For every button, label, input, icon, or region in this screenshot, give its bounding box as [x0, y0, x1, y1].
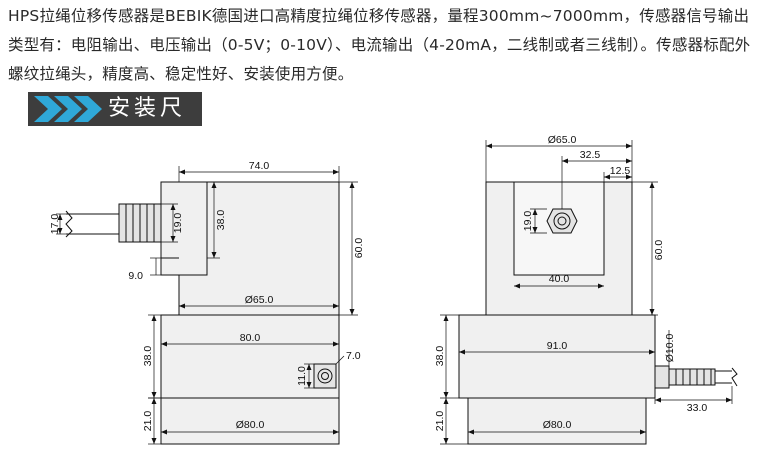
dim-right-offset-b: 12.5: [610, 165, 631, 177]
left-view: [56, 166, 358, 445]
right-base-body: [458, 314, 656, 399]
left-cover-block: [160, 181, 208, 276]
dim-left-fitting-dia: 7.0: [346, 350, 361, 362]
dim-right-foot-height: 21.0: [434, 411, 446, 432]
dim-left-base-height: 38.0: [142, 346, 154, 367]
dim-left-foot-dia: Ø80.0: [236, 419, 265, 431]
dim-left-cable-dia: 17.0: [49, 214, 61, 235]
dim-right-total-height: 60.0: [653, 240, 665, 261]
right-view: [440, 140, 738, 445]
left-fitting: [313, 363, 337, 389]
section-title: 安装尺寸: [108, 96, 187, 153]
dim-right-nut-height: 19.0: [522, 211, 534, 232]
dim-right-base-width: 91.0: [547, 340, 568, 352]
right-fitting: [654, 365, 670, 389]
right-nut: [546, 208, 578, 234]
dim-left-cover-height: 38.0: [215, 210, 227, 231]
dim-left-foot-height: 21.0: [142, 411, 154, 432]
dim-left-drum-dia: Ø65.0: [245, 294, 274, 306]
left-base-body: [160, 314, 340, 399]
right-foot: [467, 397, 647, 445]
dim-right-slot-width: 40.0: [549, 273, 570, 285]
dim-left-base-width: 80.0: [240, 332, 261, 344]
dim-right-top-dia: Ø65.0: [548, 134, 577, 146]
dim-left-cable-offset: 9.0: [128, 270, 143, 282]
dim-right-base-height: 38.0: [434, 346, 446, 367]
dim-right-foot-dia: Ø80.0: [543, 419, 572, 431]
cable: [66, 213, 119, 235]
dim-left-gland-height: 19.0: [172, 213, 184, 234]
section-banner: 安装尺寸: [28, 92, 202, 153]
dim-right-offset-a: 32.5: [580, 149, 601, 161]
dim-right-fitting-len: 33.0: [687, 402, 708, 414]
dim-left-fitting-height: 11.0: [296, 366, 308, 386]
intro-paragraph: HPS拉绳位移传感器是BEBIK德国进口高精度拉绳位移传感器，量程300mm~7…: [8, 7, 751, 83]
left-foot: [160, 397, 340, 445]
dim-left-total-height: 60.0: [353, 238, 365, 259]
chevron-icon: [34, 96, 102, 122]
dim-left-top-width: 74.0: [249, 160, 270, 172]
dim-right-fitting-dia: Ø10.0: [664, 334, 676, 363]
